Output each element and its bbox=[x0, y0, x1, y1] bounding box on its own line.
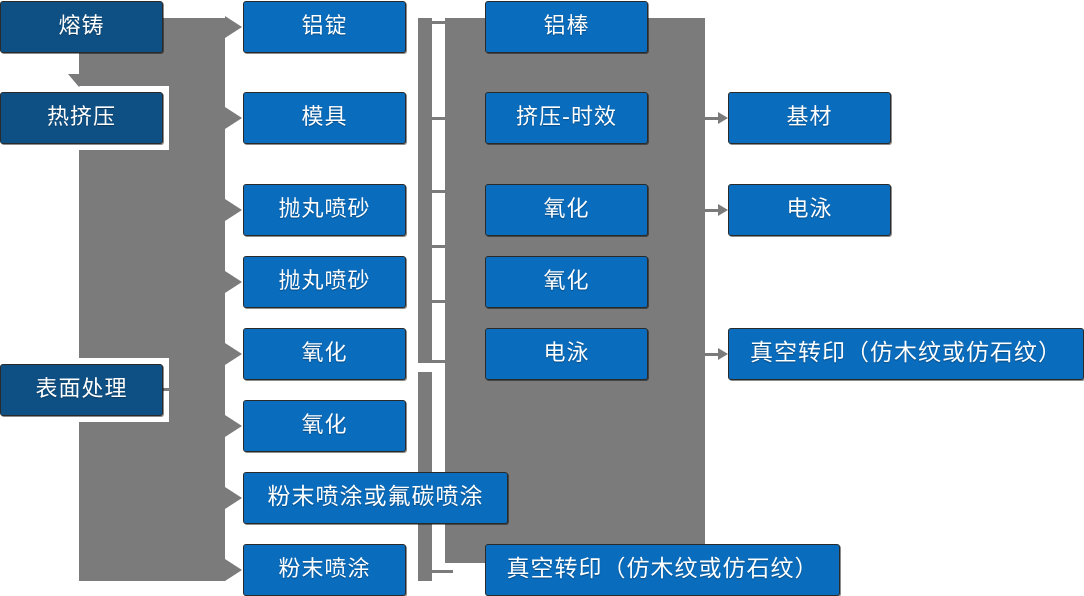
middle-rung-2 bbox=[431, 117, 453, 120]
arrow-to-oxidation-2 bbox=[225, 415, 242, 437]
node-box-aluminum-ingot[interactable]: 铝锭 bbox=[243, 1, 406, 53]
arrow-to-aluminum-ingot bbox=[225, 16, 242, 38]
node-label-powder-or-pvdf-coating: 粉末喷涂或氟碳喷涂 bbox=[267, 484, 484, 511]
node-label-aluminum-bar: 铝棒 bbox=[543, 13, 590, 39]
node-label-shot-blasting-2: 抛丸喷砂 bbox=[278, 268, 371, 294]
arrow-to-powder-coating bbox=[225, 559, 242, 581]
node-box-electrophoresis-1[interactable]: 电泳 bbox=[485, 328, 648, 380]
node-label-substrate: 基材 bbox=[786, 104, 833, 130]
middle-rung-5 bbox=[431, 300, 453, 303]
node-box-extrusion-aging[interactable]: 挤压-时效 bbox=[485, 92, 648, 144]
node-box-vacuum-transfer-2[interactable]: 真空转印（仿木纹或仿石纹） bbox=[728, 328, 1084, 380]
node-label-powder-coating: 粉末喷涂 bbox=[278, 556, 371, 582]
node-label-oxidation-1: 氧化 bbox=[301, 340, 348, 366]
arrow-head bbox=[718, 204, 728, 216]
stage-box-hot-extrusion[interactable]: 热挤压 bbox=[0, 92, 163, 144]
node-box-electrophoresis-2[interactable]: 电泳 bbox=[728, 184, 891, 236]
arrow-to-powder-or-pvdf bbox=[225, 487, 242, 509]
surface-treatment-stub bbox=[163, 388, 225, 391]
middle-rung-7 bbox=[431, 570, 453, 573]
arrow-head bbox=[718, 348, 728, 360]
arrow-shaft bbox=[703, 353, 719, 356]
node-label-oxidation-4: 氧化 bbox=[543, 268, 590, 294]
node-box-oxidation-1[interactable]: 氧化 bbox=[243, 328, 406, 380]
node-box-shot-blasting-2[interactable]: 抛丸喷砂 bbox=[243, 256, 406, 308]
stage-box-surface-treatment[interactable]: 表面处理 bbox=[0, 364, 163, 416]
arrow-to-vacuum-transfer-2 bbox=[703, 348, 729, 360]
stage-label-hot-extrusion: 热挤压 bbox=[46, 104, 116, 130]
arrow-shaft bbox=[703, 117, 719, 120]
node-box-oxidation-3[interactable]: 氧化 bbox=[485, 184, 648, 236]
node-label-electrophoresis-1: 电泳 bbox=[543, 340, 590, 366]
middle-rung-4 bbox=[431, 245, 453, 248]
node-label-oxidation-3: 氧化 bbox=[543, 196, 590, 222]
arrow-head bbox=[718, 112, 728, 124]
middle-rung-6 bbox=[431, 360, 453, 363]
node-label-shot-blasting-1: 抛丸喷砂 bbox=[278, 196, 371, 222]
stage-label-surface-treatment: 表面处理 bbox=[35, 376, 128, 402]
node-box-aluminum-bar[interactable]: 铝棒 bbox=[485, 1, 648, 53]
node-box-vacuum-transfer-1[interactable]: 真空转印（仿木纹或仿石纹） bbox=[485, 544, 840, 596]
node-box-oxidation-2[interactable]: 氧化 bbox=[243, 400, 406, 452]
arrow-to-oxidation-1 bbox=[225, 343, 242, 365]
node-box-powder-coating[interactable]: 粉末喷涂 bbox=[243, 544, 406, 596]
node-label-electrophoresis-2: 电泳 bbox=[786, 196, 833, 222]
middle-trunk-narrow-bar-top bbox=[418, 18, 432, 363]
node-label-die: 模具 bbox=[301, 104, 348, 130]
node-box-powder-or-pvdf-coating[interactable]: 粉末喷涂或氟碳喷涂 bbox=[243, 472, 508, 524]
arrow-to-die bbox=[225, 107, 242, 129]
arrow-to-shot-blasting-1 bbox=[225, 199, 242, 221]
node-box-oxidation-4[interactable]: 氧化 bbox=[485, 256, 648, 308]
middle-rung-3 bbox=[431, 190, 453, 193]
stage-box-melt-cast[interactable]: 熔铸 bbox=[0, 1, 163, 53]
node-label-vacuum-transfer-1: 真空转印（仿木纹或仿石纹） bbox=[506, 556, 819, 583]
arrow-down-to-hot-extrusion bbox=[68, 74, 90, 87]
node-box-shot-blasting-1[interactable]: 抛丸喷砂 bbox=[243, 184, 406, 236]
middle-rung-1 bbox=[431, 21, 453, 24]
node-label-aluminum-ingot: 铝锭 bbox=[301, 13, 348, 39]
arrow-to-substrate bbox=[703, 112, 729, 124]
node-box-die[interactable]: 模具 bbox=[243, 92, 406, 144]
node-label-oxidation-2: 氧化 bbox=[301, 412, 348, 438]
arrow-to-electrophoresis-2 bbox=[703, 204, 729, 216]
arrow-shaft bbox=[703, 209, 719, 212]
node-label-extrusion-aging: 挤压-时效 bbox=[516, 104, 617, 130]
stage-label-melt-cast: 熔铸 bbox=[58, 13, 105, 39]
node-box-substrate[interactable]: 基材 bbox=[728, 92, 891, 144]
node-label-vacuum-transfer-2: 真空转印（仿木纹或仿石纹） bbox=[750, 340, 1062, 367]
arrow-to-shot-blasting-2 bbox=[225, 271, 242, 293]
